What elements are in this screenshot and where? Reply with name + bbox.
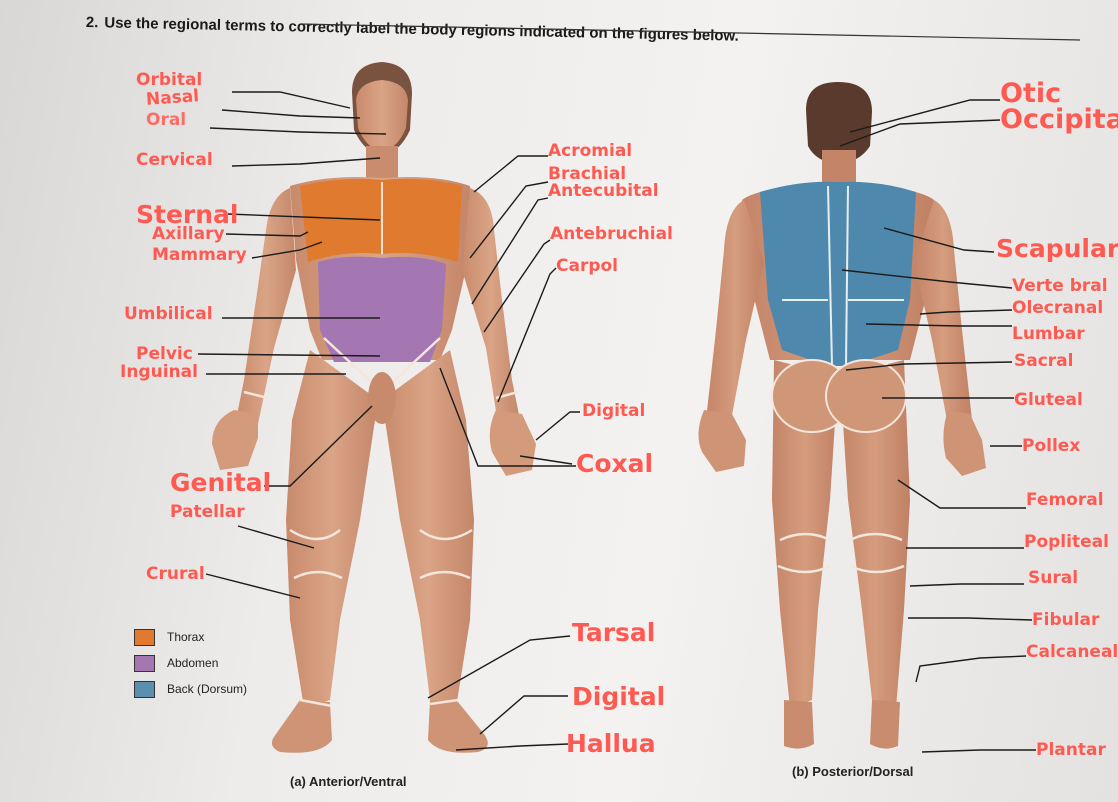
label-tarsal: Tarsal [572,620,655,645]
label-carpol: Carpol [556,258,618,275]
label-crural: Crural [146,566,205,583]
label-digital-foot: Digital [572,684,665,709]
legend-item-back: Back (Dorsum) [134,676,247,702]
label-antebruchial: Antebruchial [550,226,673,243]
label-hallua: Hallua [566,731,656,756]
label-lumbar: Lumbar [1012,326,1085,343]
label-pelvic: Pelvic [136,346,193,363]
label-acromial: Acromial [548,143,632,160]
label-coxal: Coxal [576,451,653,476]
legend-item-thorax: Thorax [134,624,247,650]
label-digital-hand: Digital [582,403,645,420]
label-vertebral: Verte bral [1012,278,1108,295]
label-patellar: Patellar [170,504,245,521]
caption-anterior: (a) Anterior/Ventral [290,774,407,789]
label-sural: Sural [1028,570,1078,587]
legend-label-abdomen: Abdomen [167,656,218,670]
label-antecubital: Antecubital [548,183,659,200]
label-gluteal: Gluteal [1014,392,1083,409]
label-popliteal: Popliteal [1024,534,1109,551]
label-femoral: Femoral [1026,492,1104,509]
label-genital: Genital [170,470,271,495]
label-calcaneal: Calcaneal [1026,644,1118,661]
header-rule [300,24,1080,40]
legend-label-back: Back (Dorsum) [167,682,247,696]
label-umbilical: Umbilical [124,306,213,323]
label-fibular: Fibular [1032,612,1099,629]
label-otic: Otic [1000,80,1061,107]
label-sacral: Sacral [1014,353,1073,370]
label-inguinal: Inguinal [120,364,198,381]
label-axillary: Axillary [152,226,225,243]
legend-swatch-thorax [134,629,155,646]
label-pollex: Pollex [1022,438,1080,455]
label-cervical: Cervical [136,152,213,169]
label-scapular: Scapular [996,236,1118,261]
label-mammary: Mammary [152,247,247,264]
legend-item-abdomen: Abdomen [134,650,247,676]
label-nasal: Nasal [145,88,199,109]
label-occipital: Occipital [1000,106,1118,133]
legend-swatch-back [134,681,155,698]
label-oral: Oral [146,112,186,129]
legend-swatch-abdomen [134,655,155,672]
region-legend: Thorax Abdomen Back (Dorsum) [134,624,247,702]
caption-posterior: (b) Posterior/Dorsal [792,764,913,779]
posterior-figure [698,82,986,749]
legend-label-thorax: Thorax [167,630,204,644]
label-plantar: Plantar [1036,742,1106,759]
label-olecranal: Olecranal [1012,300,1103,317]
